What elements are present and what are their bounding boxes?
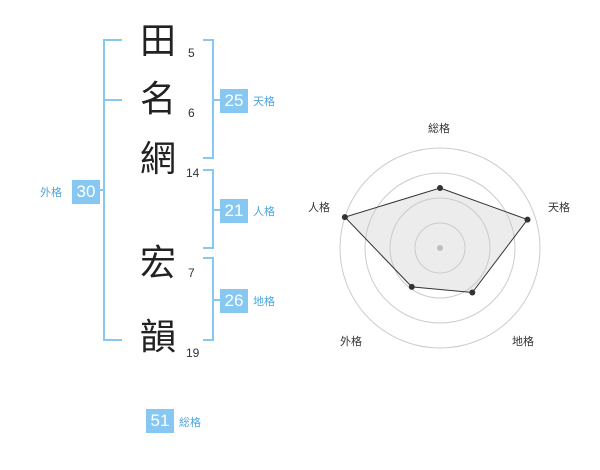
radar-label-chikaku: 地格 — [512, 335, 534, 348]
gaikaku-label: 外格 — [40, 186, 62, 199]
radar-label-jinkaku: 人格 — [308, 201, 330, 214]
stroke-count-3: 14 — [186, 166, 200, 180]
name-char-4: 宏 — [140, 243, 177, 284]
radar-point-1 — [437, 185, 443, 191]
stroke-count-4: 7 — [188, 266, 195, 280]
tenkaku-label: 天格 — [253, 95, 275, 108]
radar-point-5 — [341, 214, 348, 221]
soukaku-label: 総格 — [179, 416, 201, 429]
radar-ring — [414, 222, 466, 274]
gaikaku-value: 30 — [72, 180, 100, 204]
radar-ring — [364, 172, 516, 324]
name-char-3: 網 — [140, 139, 177, 180]
radar-point-4 — [408, 283, 415, 290]
chikaku-label: 地格 — [253, 295, 275, 308]
stroke-count-5: 19 — [186, 346, 200, 360]
name-char-1: 田 — [140, 21, 177, 62]
radar-label-gaikaku: 外格 — [340, 335, 362, 348]
stroke-count-1: 5 — [188, 46, 195, 60]
stroke-count-2: 6 — [188, 106, 195, 120]
radar-label-soukaku: 総格 — [428, 122, 450, 135]
radar-score-polygon — [343, 187, 529, 294]
chikaku-value: 26 — [220, 289, 248, 313]
tenkaku-value: 25 — [220, 89, 248, 113]
soukaku-value: 51 — [146, 409, 174, 433]
radar-point-2 — [524, 216, 531, 223]
radar-label-tenkaku: 天格 — [548, 201, 570, 214]
radar-point-3 — [469, 289, 476, 296]
jinkaku-value: 21 — [220, 199, 248, 223]
radar-ring — [389, 197, 491, 299]
name-char-2: 名 — [140, 79, 177, 120]
radar-center-dot — [437, 245, 443, 251]
radar-ring — [339, 147, 541, 349]
name-char-5: 韻 — [140, 317, 177, 358]
jinkaku-label: 人格 — [253, 205, 275, 218]
